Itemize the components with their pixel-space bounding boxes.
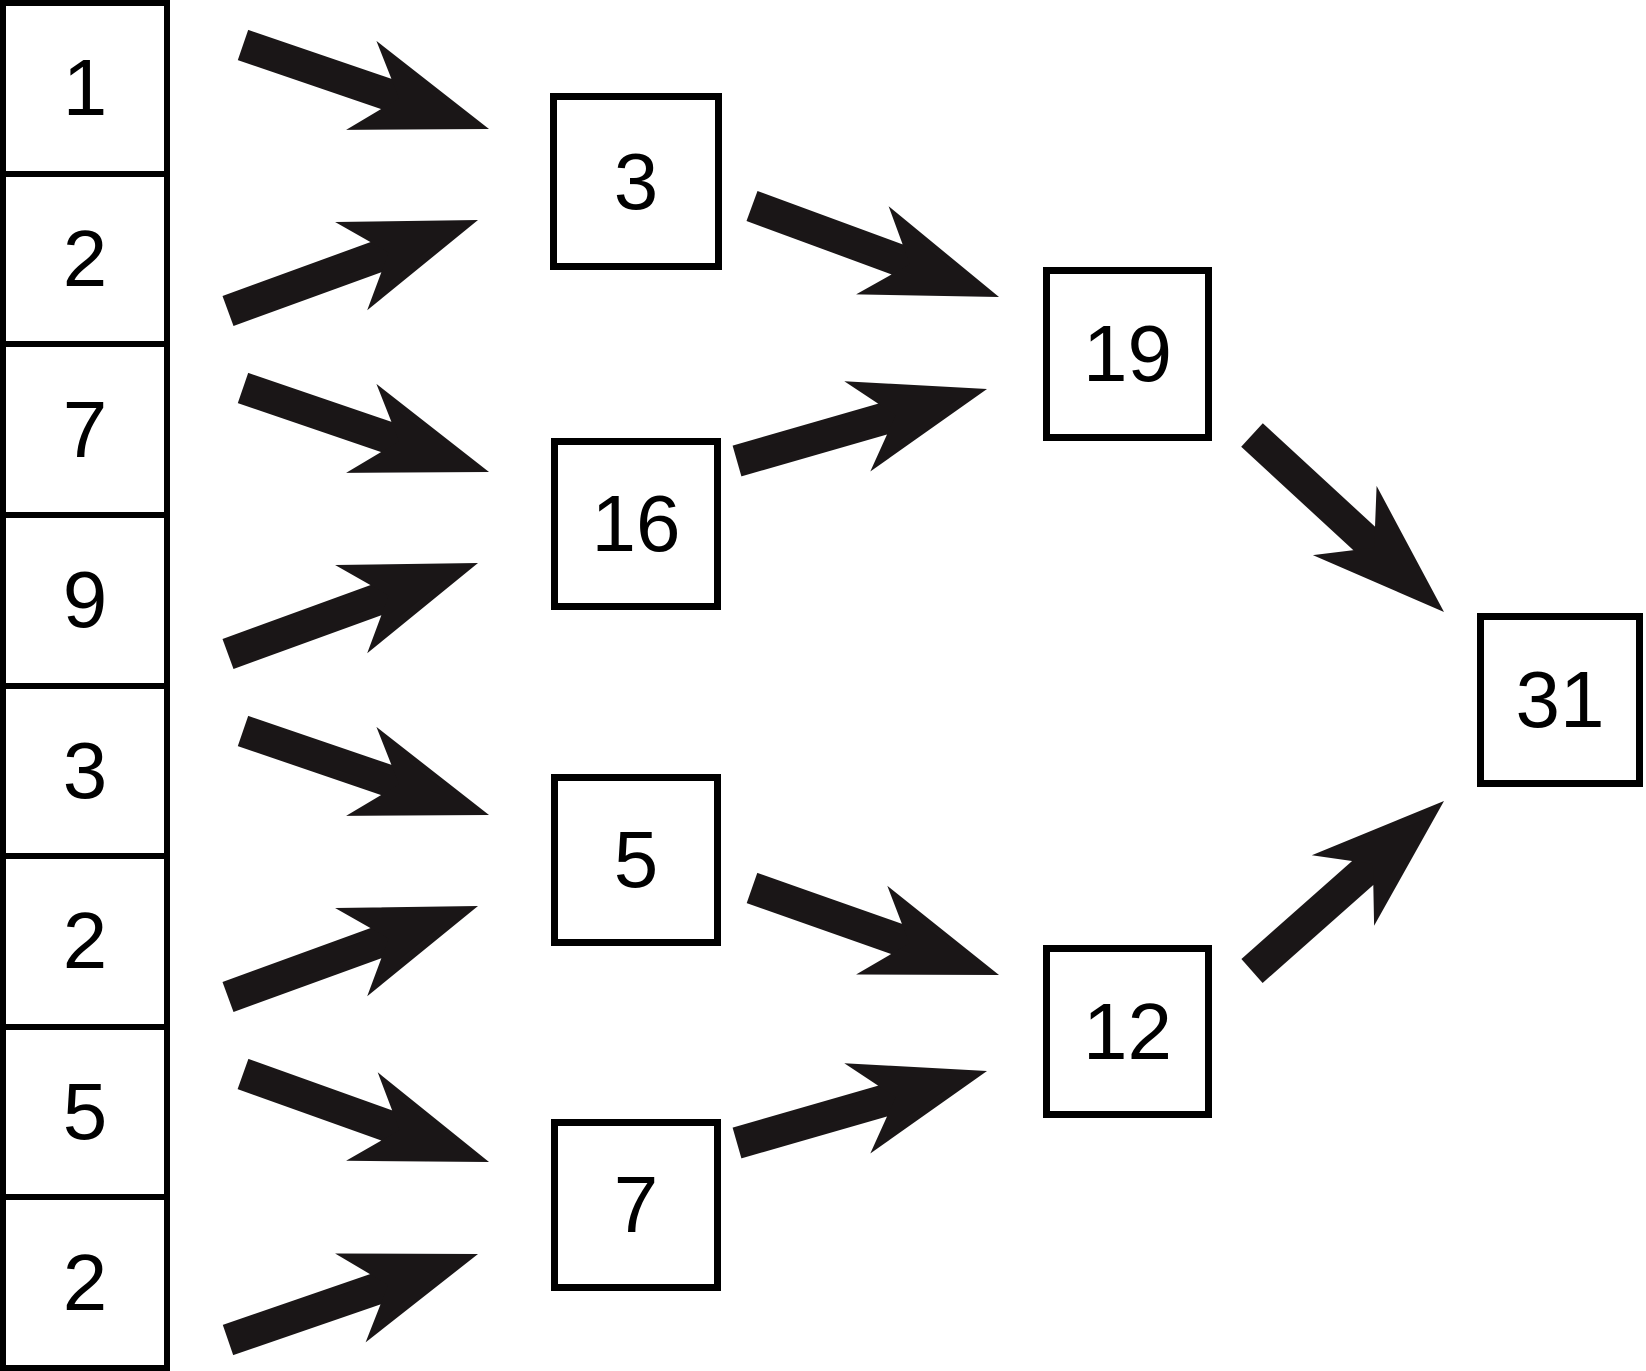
sum-node-level3-1: 12 <box>1043 945 1212 1118</box>
sum-node-level2-1: 16 <box>551 438 721 610</box>
array-cell-3: 9 <box>6 518 164 689</box>
arrow-input-3-to-L2-1 <box>222 574 411 669</box>
arrow-input-1-to-L2-0 <box>222 231 411 326</box>
arrow-input-4-to-L2-2 <box>346 726 489 816</box>
arrow-input-7-to-L2-3 <box>335 1253 478 1343</box>
arrow-L3-0-to-L4-0 <box>1241 423 1398 571</box>
array-cell-7: 2 <box>62 1237 108 1327</box>
array-cell-0: 1 <box>6 6 164 177</box>
array-cell-6: 5 <box>6 1030 164 1201</box>
arrow-input-6-to-L2-3 <box>346 1072 489 1162</box>
arrow-input-1-to-L2-0 <box>335 220 478 311</box>
array-cell-5: 2 <box>6 859 164 1030</box>
arrow-L2-1-to-L3-0 <box>844 381 987 472</box>
arrow-input-6-to-L2-3 <box>237 1058 421 1151</box>
sum-node-level2-0: 3 <box>550 93 722 270</box>
arrow-input-0-to-L2-0 <box>237 29 421 119</box>
arrow-L2-0-to-L3-0 <box>856 206 999 297</box>
arrow-L2-3-to-L3-1 <box>732 1077 917 1159</box>
arrow-L2-0-to-L3-0 <box>746 191 932 285</box>
arrow-input-7-to-L2-3 <box>222 1264 410 1356</box>
arrow-input-3-to-L2-1 <box>335 563 478 654</box>
arrow-L2-2-to-L3-1 <box>856 885 999 975</box>
array-cell-2: 7 <box>6 347 164 518</box>
arrow-L3-1-to-L4-0 <box>1241 840 1397 983</box>
arrow-L2-1-to-L3-0 <box>732 395 917 477</box>
input-array: 1 2 7 9 3 2 5 2 <box>0 0 170 1371</box>
arrow-input-0-to-L2-0 <box>346 40 489 130</box>
arrow-L2-3-to-L3-1 <box>844 1063 987 1154</box>
arrow-L3-1-to-L4-0 <box>1311 801 1444 926</box>
array-cell-1: 2 <box>6 177 164 348</box>
arrow-input-5-to-L2-2 <box>335 906 478 997</box>
arrow-L3-0-to-L4-0 <box>1312 485 1444 612</box>
arrow-input-2-to-L2-1 <box>346 383 489 473</box>
sum-node-level2-3: 7 <box>551 1119 721 1291</box>
arrow-input-4-to-L2-2 <box>237 715 421 805</box>
sum-node-level2-2: 5 <box>551 774 721 946</box>
arrow-input-2-to-L2-1 <box>237 372 421 462</box>
arrow-L2-2-to-L3-1 <box>746 872 931 965</box>
arrow-input-5-to-L2-2 <box>222 917 411 1012</box>
sum-node-result: 31 <box>1477 613 1643 787</box>
sum-node-level3-0: 19 <box>1043 267 1212 441</box>
array-cell-4: 3 <box>6 689 164 860</box>
